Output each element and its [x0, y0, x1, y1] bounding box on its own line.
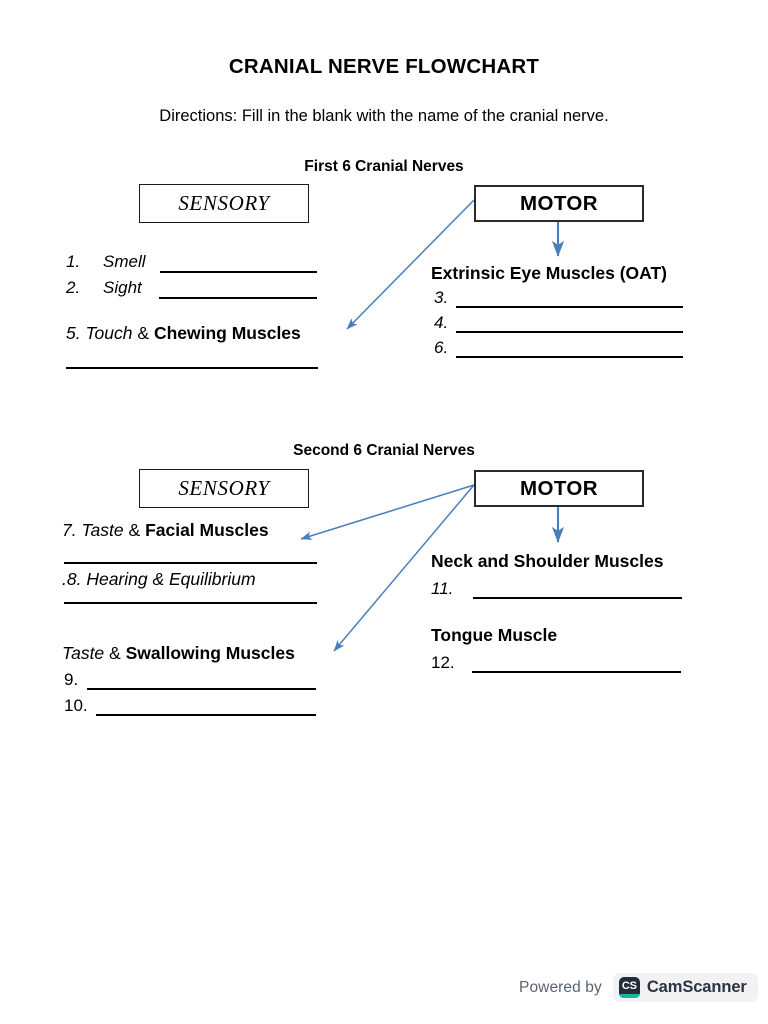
answer-blank-5[interactable]: [66, 367, 318, 369]
motor-box-label: MOTOR: [520, 191, 598, 215]
motor-group-label-tongue: Tongue Muscle: [431, 625, 558, 645]
answer-blank-4[interactable]: [456, 331, 683, 333]
camscanner-watermark: Powered by CS CamScanner: [519, 973, 758, 1002]
sensory-line-swallowing: Taste & Swallowing Muscles: [62, 643, 295, 663]
answer-blank-7[interactable]: [64, 562, 317, 564]
camscanner-badge: CS CamScanner: [612, 973, 758, 1002]
directions-text: Directions: Fill in the blank with the n…: [159, 107, 609, 125]
list-item-number-3: 3.: [434, 288, 449, 307]
motor-group-label-extrinsic-eye: Extrinsic Eye Muscles (OAT): [431, 263, 668, 283]
list-item-number-9: 9.: [64, 670, 79, 689]
list-item-number-11: 11.: [431, 579, 454, 598]
sensory-box-label: SENSORY: [178, 191, 270, 215]
list-item-label-smell: Smell: [103, 252, 146, 271]
sensory-line-5-amp: &: [137, 323, 150, 343]
motor-2-to-facial-muscles-arrow: [300, 484, 475, 540]
answer-blank-2[interactable]: [159, 297, 317, 299]
list-item-number-12: 12.: [431, 653, 455, 672]
sensory-line-7-prefix: 7. Taste: [62, 520, 124, 540]
answer-blank-9[interactable]: [87, 688, 316, 690]
sensory-line-swallowing-prefix: Taste: [62, 643, 105, 663]
answer-blank-10[interactable]: [96, 714, 316, 716]
page-title: CRANIAL NERVE FLOWCHART: [228, 55, 540, 78]
sensory-line-8: .8. Hearing & Equilibrium: [62, 569, 256, 589]
answer-blank-1[interactable]: [160, 271, 317, 273]
answer-blank-6[interactable]: [456, 356, 683, 358]
answer-blank-8[interactable]: [64, 602, 317, 604]
answer-blank-11[interactable]: [473, 597, 682, 599]
list-item-number-2: 2.: [66, 278, 81, 297]
camscanner-logo-stripe: [618, 993, 640, 998]
camscanner-brand-label: CamScanner: [646, 978, 747, 996]
camscanner-logo-icon: CS: [618, 977, 640, 998]
motor-box-second: MOTOR: [474, 470, 644, 507]
list-item-number-4: 4.: [434, 313, 449, 332]
list-item-number-10: 10.: [64, 696, 88, 715]
camscanner-logo-letters: CS: [621, 980, 637, 992]
answer-blank-12[interactable]: [472, 671, 681, 673]
sensory-line-5: 5. Touch & Chewing Muscles: [66, 323, 301, 343]
motor-group-label-neck-shoulder: Neck and Shoulder Muscles: [431, 551, 664, 571]
list-item-label-sight: Sight: [103, 278, 142, 297]
sensory-line-5-prefix: 5. Touch: [66, 323, 133, 343]
motor-box-label: MOTOR: [520, 476, 598, 500]
sensory-box-label: SENSORY: [178, 476, 270, 500]
sensory-line-swallowing-bold: Swallowing Muscles: [125, 643, 295, 663]
sensory-box-second: SENSORY: [139, 469, 309, 508]
sensory-line-7: 7. Taste & Facial Muscles: [62, 520, 269, 540]
powered-by-label: Powered by: [519, 978, 602, 996]
motor-box-first: MOTOR: [474, 185, 644, 222]
list-item-number-1: 1.: [66, 252, 81, 271]
sensory-line-swallowing-amp: &: [109, 643, 121, 663]
answer-blank-3[interactable]: [456, 306, 683, 308]
sensory-box-first: SENSORY: [139, 184, 309, 223]
list-item-number-6: 6.: [434, 338, 449, 357]
sensory-line-5-bold: Chewing Muscles: [153, 323, 301, 343]
section-heading-second: Second 6 Cranial Nerves: [293, 442, 475, 459]
sensory-line-7-amp: &: [128, 520, 141, 540]
sensory-line-7-bold: Facial Muscles: [145, 520, 269, 540]
section-heading-first: First 6 Cranial Nerves: [304, 158, 464, 175]
